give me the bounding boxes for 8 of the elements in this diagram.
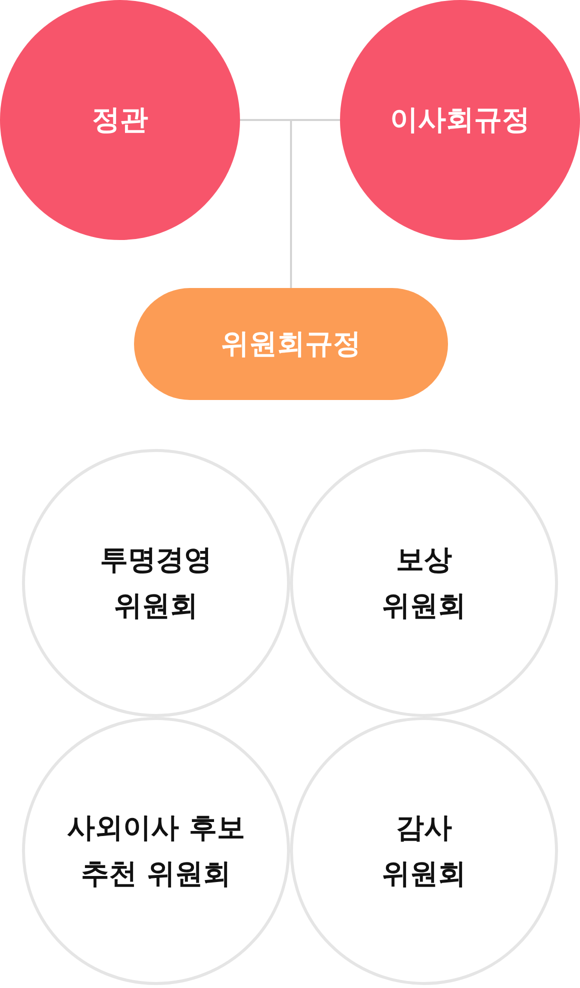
node-label: 보상 위원회 xyxy=(381,542,467,624)
node-label: 투명경영 위원회 xyxy=(99,542,213,624)
connector-line xyxy=(290,119,340,288)
node-label: 정관 xyxy=(92,102,148,138)
node-label: 감사 위원회 xyxy=(381,810,467,892)
node-label: 이사회규정 xyxy=(390,102,530,138)
node-label: 사외이사 후보 추천 위원회 xyxy=(66,810,246,892)
node-label: 위원회규정 xyxy=(221,326,361,362)
